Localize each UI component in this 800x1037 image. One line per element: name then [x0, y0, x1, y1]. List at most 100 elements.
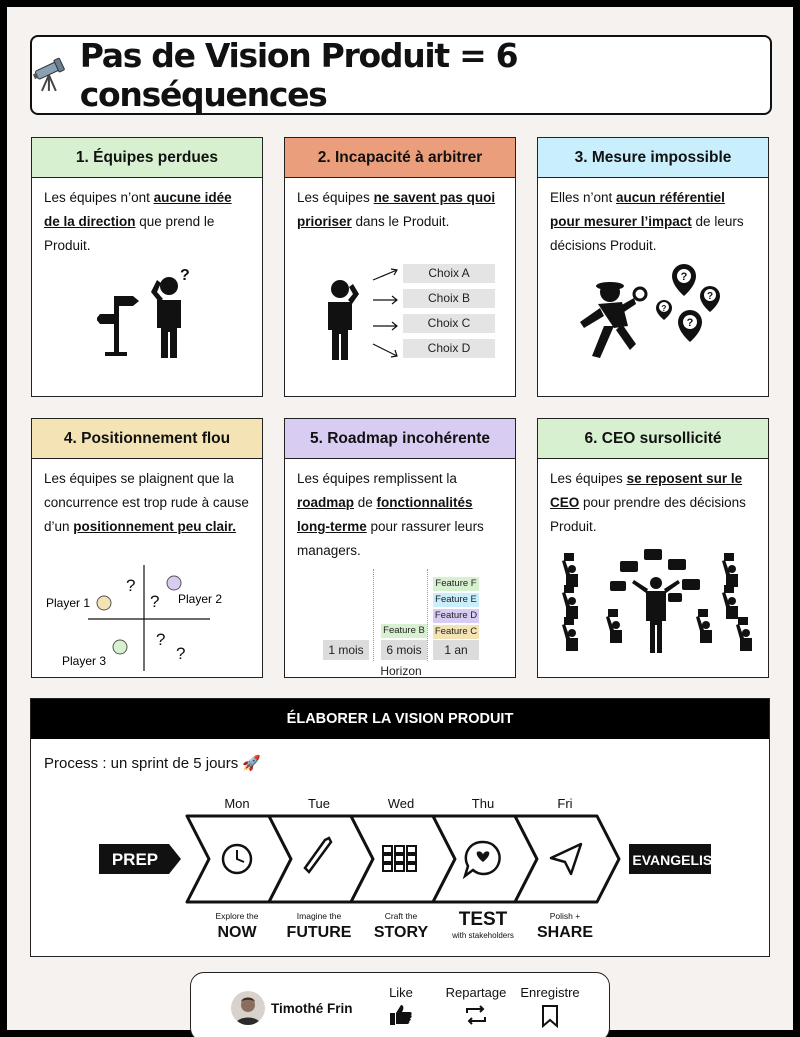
page-title: Pas de Vision Produit = 6 conséquences	[79, 36, 519, 114]
step-title: SHARE	[537, 924, 593, 941]
detective-searching-icon: ????	[580, 264, 720, 358]
horizon-label: 6 mois	[381, 640, 427, 660]
storyboard-icon	[382, 845, 393, 854]
author-name: Timothé Frin	[271, 1001, 353, 1016]
choice-item: Choix A	[403, 264, 495, 283]
day-label: Tue	[308, 796, 330, 811]
body-text: Les équipes	[297, 190, 374, 205]
card-equipes-perdues: 1. Équipes perdues Les équipes n’ont auc…	[31, 137, 263, 397]
svg-text:?: ?	[707, 291, 713, 302]
body-text: dans le Produit.	[351, 214, 450, 229]
body-text: de	[354, 495, 377, 510]
repost-icon	[466, 1005, 486, 1025]
author-footer: Timothé Frin Like Repartage Enregistre	[190, 972, 610, 1037]
body-text: Les équipes	[550, 471, 627, 486]
question-mark: ?	[156, 630, 165, 649]
lost-person-signpost-icon: ?	[97, 267, 190, 358]
card-positionnement-flou: 4. Positionnement flou Les équipes se pl…	[31, 418, 263, 678]
feature-tag: Feature C	[433, 625, 479, 639]
body-text: Les équipes remplissent la	[297, 471, 457, 486]
storyboard-icon	[382, 854, 393, 863]
day-label: Wed	[388, 796, 415, 811]
emphasis-text: aucun référentiel pour mesurer l’impact	[550, 190, 725, 229]
horizon-divider	[427, 569, 428, 661]
card-text: Les équipes n’ont aucune idée de la dire…	[32, 178, 262, 258]
step-title: NOW	[217, 924, 257, 941]
body-text: pour rassurer leurs managers.	[297, 519, 484, 558]
bookmark-icon	[542, 1005, 558, 1028]
feature-tag: Feature B	[381, 624, 427, 638]
emphasis-text: se reposent sur le CEO	[550, 471, 743, 510]
rocket-icon	[303, 836, 333, 874]
svg-text:?: ?	[180, 267, 190, 284]
emphasis-text: ne savent pas quoi prioriser	[297, 190, 496, 229]
card-incapacite-arbitrer: 2. Incapacité à arbitrer Les équipes ne …	[284, 137, 516, 397]
step-caption: Polish +	[550, 911, 581, 921]
clock-hands	[236, 850, 245, 863]
body-text: que prend le Produit.	[44, 214, 215, 253]
prep-label: PREP	[112, 850, 158, 869]
vision-section: ÉLABORER LA VISION PRODUIT Process : un …	[30, 698, 770, 957]
body-text: Les équipes se plaignent que la concurre…	[44, 471, 249, 534]
card-title: 2. Incapacité à arbitrer	[285, 138, 515, 178]
body-text: Les équipes n’ont	[44, 190, 154, 205]
card-title: 4. Positionnement flou	[32, 419, 262, 459]
confused-person-icon	[328, 280, 359, 360]
step-caption: Craft the	[385, 911, 418, 921]
like-label: Like	[389, 985, 413, 1000]
player-1-label: Player 1	[46, 596, 90, 610]
day-label: Mon	[224, 796, 249, 811]
share-label: Repartage	[445, 985, 507, 1000]
clock-icon	[221, 843, 253, 875]
vision-banner-title: ÉLABORER LA VISION PRODUIT	[31, 699, 769, 739]
storyboard-icon	[406, 845, 417, 854]
emphasis-text: roadmap	[297, 495, 355, 510]
card-ceo-sursollicite: 6. CEO sursollicité Les équipes se repos…	[537, 418, 769, 678]
ceo-overwhelmed-icon	[562, 549, 752, 653]
card-title: 6. CEO sursollicité	[538, 419, 768, 459]
storyboard-icon	[406, 854, 417, 863]
horizon-label: 1 an	[433, 640, 479, 660]
emphasis-text: fonctionnalités long-terme	[297, 495, 473, 534]
card-text: Les équipes ne savent pas quoi prioriser…	[285, 178, 515, 234]
card-title: 1. Équipes perdues	[32, 138, 262, 178]
telescope-icon	[32, 57, 65, 92]
evangelise-label: EVANGELISE	[632, 852, 711, 868]
svg-text:?: ?	[681, 271, 688, 283]
speech-bubble-icon	[462, 840, 501, 880]
card-text: Les équipes se plaignent que la concurre…	[32, 459, 262, 539]
card-text: Les équipes remplissent la roadmap de fo…	[285, 459, 515, 563]
day-label: Fri	[557, 796, 572, 811]
emphasis-text: positionnement peu clair.	[73, 519, 237, 534]
share-action[interactable]: Repartage	[441, 985, 511, 1026]
body-text: Elles n’ont	[550, 190, 617, 205]
day-label: Thu	[472, 796, 494, 811]
card-title: 3. Mesure impossible	[538, 138, 768, 178]
like-action[interactable]: Like	[389, 985, 413, 1026]
card-mesure-impossible: 3. Mesure impossible Elles n’ont aucun r…	[537, 137, 769, 397]
sprint-step-chevron	[513, 814, 621, 904]
svg-text:?: ?	[687, 317, 694, 329]
step-title: TEST	[459, 909, 508, 930]
question-mark: ?	[150, 592, 159, 611]
storyboard-icon	[394, 845, 405, 854]
body-text: pour prendre des décisions Produit.	[550, 495, 746, 534]
save-action[interactable]: Enregistre	[517, 985, 583, 1028]
svg-text:?: ?	[662, 304, 667, 313]
horizon-divider	[373, 569, 374, 661]
thumbs-up-icon	[390, 1005, 412, 1025]
horizon-label: 1 mois	[323, 640, 369, 660]
player-2-label: Player 2	[178, 592, 222, 606]
card-text: Elles n’ont aucun référentiel pour mesur…	[538, 178, 768, 258]
positioning-matrix: Player 1 Player 2 Player 3 ? ? ? ?	[46, 565, 222, 671]
storyboard-icon	[382, 863, 393, 872]
question-mark: ?	[176, 644, 185, 663]
step-caption: Explore the	[216, 911, 259, 921]
process-label: Process : un sprint de 5 jours 🚀	[44, 755, 262, 772]
step-title: FUTURE	[287, 924, 352, 941]
body-text: de leurs décisions Produit.	[550, 214, 744, 253]
feature-tag: Feature D	[433, 609, 479, 623]
emphasis-text: aucune idée de la direction	[44, 190, 232, 229]
